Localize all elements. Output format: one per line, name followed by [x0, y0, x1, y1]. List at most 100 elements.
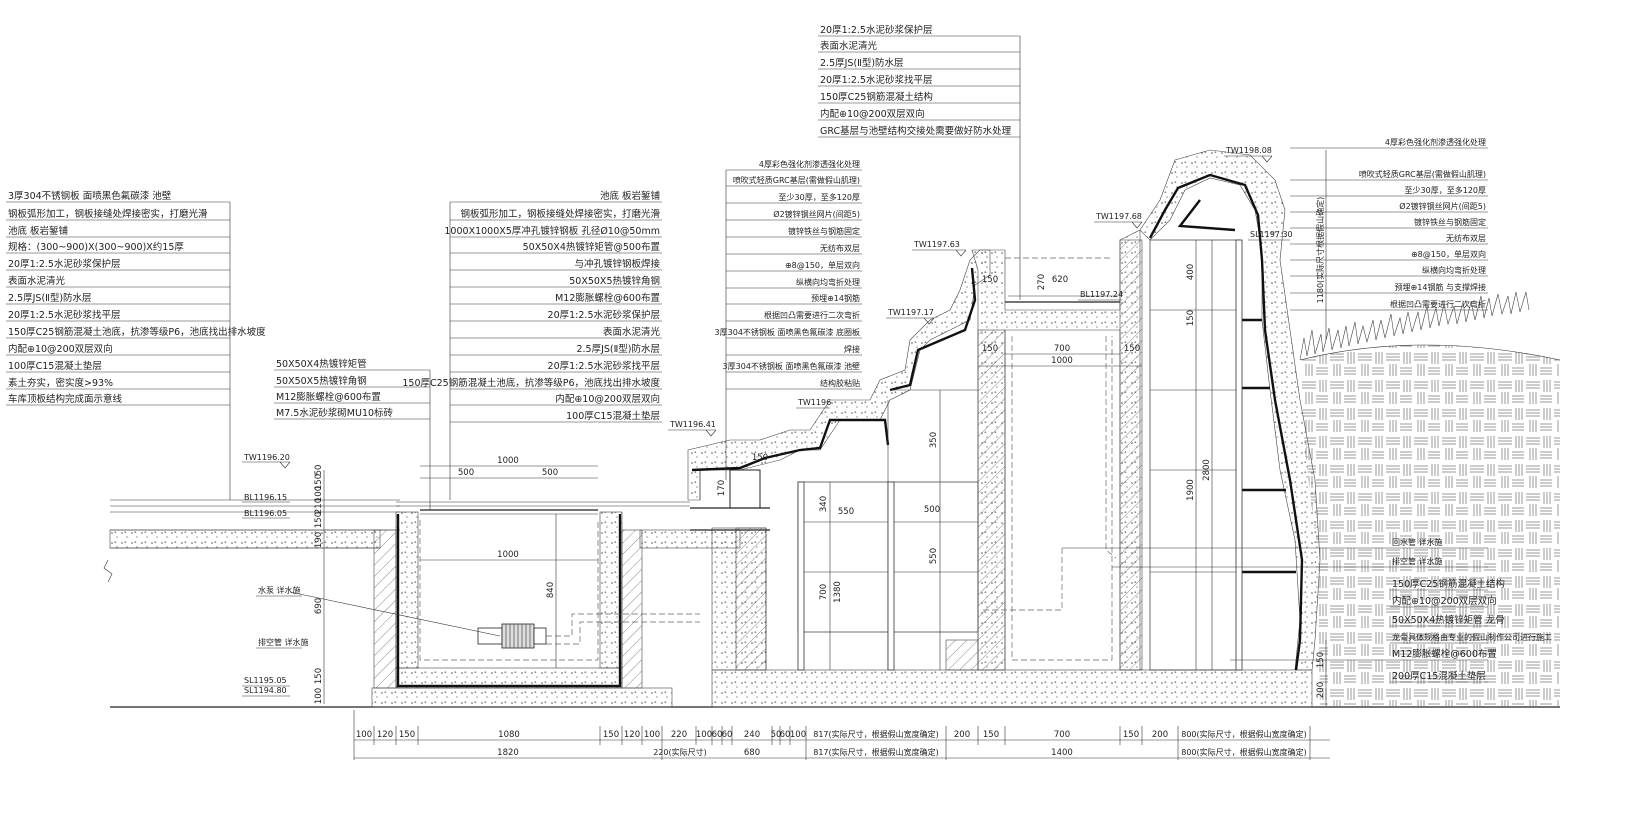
- dim-170: 170: [717, 480, 727, 496]
- top-note: 20厚1:2.5水泥砂浆找平层: [820, 74, 932, 86]
- center-note: 50X50X5热镀锌角钢: [569, 275, 660, 287]
- right-lower-notes: 回水管 详水施 排空管 详水施 150厚C25钢筋混凝土结构 内配⊕10@200…: [1392, 537, 1552, 682]
- dim-label: 60: [780, 730, 791, 740]
- center-note: 150厚C25钢筋混凝土池底，抗渗等级P6，池底找出排水坡度: [402, 377, 660, 389]
- level-sl-1195-05: SL1195.05: [244, 676, 287, 685]
- dim-total-label: 800(实际尺寸，根据假山宽度确定): [1181, 747, 1307, 757]
- right-lower-notes-leader: [1062, 547, 1488, 683]
- center-note: 池底 板岩錾铺: [600, 190, 660, 202]
- dim-500-c: 500: [924, 505, 940, 515]
- top-note: GRC基层与池壁结构交接处需要做好防水处理: [820, 125, 1012, 137]
- mid-left-note: M7.5水泥砂浆砌MU10标砖: [276, 407, 394, 419]
- left-note: 内配⊕10@200双层双向: [8, 343, 113, 355]
- left-note: 2.5厚JS(Ⅱ型)防水层: [8, 292, 92, 304]
- level-tw-1196-41: TW1196.41: [669, 420, 716, 429]
- dim-label: 100: [356, 730, 372, 740]
- center-notes-leader: [449, 201, 662, 500]
- dim-620: 620: [1052, 275, 1068, 285]
- dim-total-label: 220(实际尺寸): [653, 747, 707, 757]
- dim-100-b: 100: [314, 688, 324, 704]
- right-lower-note: 150厚C25钢筋混凝土结构: [1392, 578, 1505, 590]
- right-note: 根据凹凸需要进行二次弯折: [1390, 299, 1486, 309]
- dim-340: 340: [819, 496, 829, 512]
- dim-400: 400: [1186, 264, 1196, 280]
- rockery-note: 预埋⊕14钢筋: [811, 293, 860, 303]
- level-bl-1196-05: BL1196.05: [244, 509, 287, 518]
- top-note: 2.5厚JS(Ⅱ型)防水层: [820, 57, 904, 69]
- level-sl-1194-80: SL1194.80: [244, 686, 287, 695]
- dim-500-b: 500: [542, 468, 558, 478]
- level-tw-1198-08: TW1198.08: [1225, 146, 1272, 155]
- dim-500-a: 500: [458, 468, 474, 478]
- left-note: 100厚C15混凝土垫层: [8, 360, 102, 372]
- rockery-note: 3厚304不锈钢板 面喷黑色氟碳漆 底圈板: [715, 327, 860, 337]
- pump-label: 水泵 详水施: [258, 585, 301, 595]
- mid-left-notes: 50X50X4热镀锌矩管 50X50X5热镀锌角钢 M12膨胀螺栓@600布置 …: [276, 358, 394, 419]
- dim-350: 350: [929, 432, 939, 448]
- base-slab-right: [711, 669, 1313, 708]
- top-notes-leader: [818, 35, 1021, 300]
- rockery-note: 根据凹凸需要进行二次弯折: [764, 310, 860, 320]
- center-note: M12膨胀螺栓@600布置: [555, 292, 660, 304]
- dim-total-label: 817(实际尺寸，根据假山宽度确定): [813, 747, 939, 757]
- dim-label: 60: [722, 730, 733, 740]
- dim-150-a: 150: [314, 474, 324, 490]
- left-note: 表面水泥清光: [8, 275, 66, 287]
- left-note: 车库顶板结构完成面示意线: [8, 393, 123, 405]
- right-note: 无纺布双层: [1446, 233, 1486, 243]
- dim-label: 240: [744, 730, 760, 740]
- right-lower-note: 内配⊕10@200双层双向: [1392, 595, 1497, 607]
- dim-550-a: 550: [838, 507, 854, 517]
- mid-left-note: M12膨胀螺栓@600布置: [276, 391, 381, 403]
- level-tw-1196-20: TW1196.20: [243, 453, 290, 462]
- dim-690: 690: [314, 598, 324, 614]
- right-note: Ø2镀锌钢丝网片(间距5): [1399, 201, 1486, 211]
- dim-total-label: 680: [744, 748, 760, 758]
- level-markers: TW1196.20 BL1196.15 BL1196.05 SL1195.05 …: [242, 146, 1293, 697]
- right-note: 至少30厚，至多120厚: [1405, 185, 1486, 195]
- mid-left-note: 50X50X5热镀锌角钢: [276, 375, 367, 387]
- top-note: 表面水泥清光: [820, 40, 878, 52]
- center-note: 20厚1:2.5水泥砂浆保护层: [548, 309, 660, 321]
- rockery-note: 至少30厚，至多120厚: [779, 192, 860, 202]
- right-rockery: [1139, 149, 1321, 671]
- dim-label: 150: [983, 730, 999, 740]
- center-notes: 池底 板岩錾铺 钢板弧形加工，钢板接缝处焊接密实，打磨光滑 1000X1000X…: [402, 190, 660, 422]
- top-note: 内配⊕10@200双层双向: [820, 108, 925, 120]
- dim-1000-b: 1000: [1051, 356, 1073, 366]
- pump-icon: [477, 623, 547, 649]
- upper-pool: [945, 229, 1143, 671]
- dim-150-b: 150: [314, 512, 324, 528]
- left-note: 素土夯实，密实度>93%: [8, 377, 113, 389]
- center-note: 与冲孔镀锌钢板焊接: [574, 258, 660, 270]
- level-sl-1197-30: SL1197.30: [1250, 230, 1293, 239]
- rockery-note: 纵横向均弯折处理: [796, 277, 860, 287]
- level-tw-1197-68: TW1197.68: [1095, 212, 1142, 221]
- left-note: 钢板弧形加工，钢板接缝处焊接密实，打磨光滑: [8, 208, 208, 220]
- center-note: 2.5厚JS(Ⅱ型)防水层: [576, 343, 660, 355]
- rockery-note: ⊕8@150，单层双向: [785, 260, 860, 270]
- dim-190: 190: [314, 532, 324, 548]
- dim-100-a: 100: [314, 486, 324, 502]
- base-slab-left: [371, 687, 673, 708]
- dim-700-b: 700: [1054, 344, 1070, 354]
- left-notes-leader: [6, 201, 231, 500]
- inner-dimensions: 1000 500 500 1000 840 690 150 100 50 150…: [314, 150, 1327, 706]
- right-note: 4厚彩色强化剂渗透强化处理: [1385, 137, 1486, 147]
- dim-label: 100: [644, 730, 660, 740]
- right-lower-note: 龙骨具体规格由专业的假山制作公司进行施工: [1392, 632, 1552, 642]
- right-note: 纵横向均弯折处理: [1422, 265, 1486, 275]
- dim-1900: 1900: [1186, 479, 1196, 501]
- middle-wall: [687, 249, 991, 671]
- rockery-note: 喷吹式轻质GRC基层(需做假山肌理): [733, 175, 860, 185]
- center-note: 100厚C15混凝土垫层: [566, 410, 660, 422]
- right-lower-note: 200厚C15混凝土垫层: [1392, 670, 1486, 682]
- left-note: 150厚C25钢筋混凝土池底，抗渗等级P6，池底找出排水坡度: [8, 326, 266, 338]
- center-note: 1000X1000X5厚冲孔镀锌钢板 孔径Ø10@50mm: [444, 225, 660, 237]
- dim-label: 800(实际尺寸，根据假山宽度确定): [1181, 729, 1307, 739]
- left-note: 池底 板岩錾铺: [8, 225, 68, 237]
- level-tw-1196: TW1196: [797, 398, 831, 407]
- right-note: ⊕8@150，单层双向: [1411, 249, 1486, 259]
- dim-150-top: 150: [982, 275, 998, 285]
